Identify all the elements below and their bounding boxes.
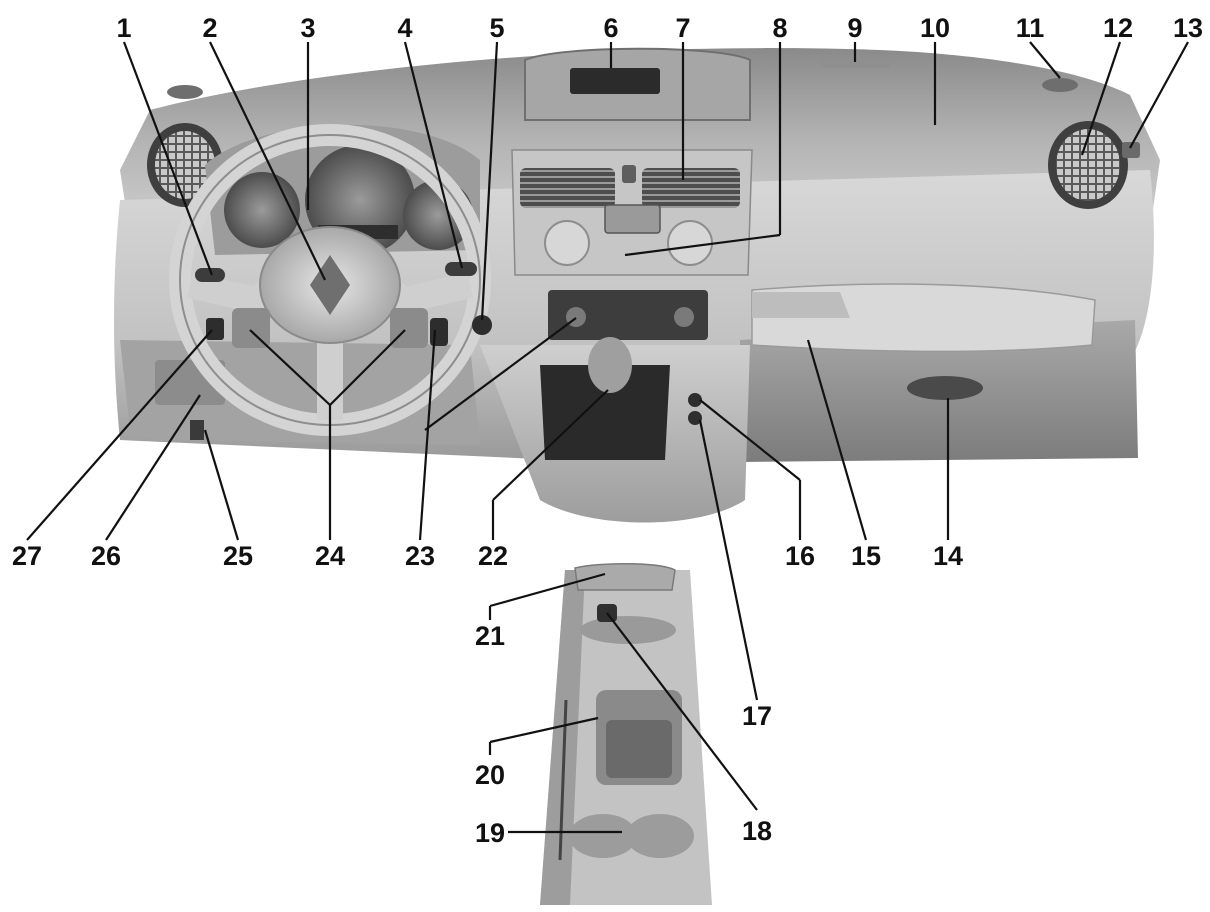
leader-24c xyxy=(329,329,406,406)
callout-2: 2 xyxy=(202,13,217,43)
cup-holder-left xyxy=(569,814,637,858)
window-switch-front xyxy=(688,393,702,407)
callout-17: 17 xyxy=(742,701,772,731)
callout-26: 26 xyxy=(91,541,121,571)
callout-25: 25 xyxy=(223,541,253,571)
callout-9: 9 xyxy=(847,13,862,43)
display-screen xyxy=(570,68,660,94)
callout-27: 27 xyxy=(12,541,42,571)
fan-knob xyxy=(544,220,590,266)
tweeter xyxy=(1042,78,1078,92)
storage-recess xyxy=(907,376,983,400)
window-switch-rear xyxy=(688,411,702,425)
leader-26 xyxy=(105,394,201,541)
leader-5 xyxy=(480,41,499,321)
lighting-stalk xyxy=(195,268,225,282)
temperature-knob xyxy=(667,220,713,266)
hazard-switch xyxy=(622,165,636,183)
steering-wheel xyxy=(169,124,491,436)
headlight-adjust xyxy=(206,318,224,340)
leader-20b xyxy=(489,716,599,744)
right-air-vent xyxy=(1048,121,1128,209)
callout-13: 13 xyxy=(1173,13,1203,43)
cruise-control-switch xyxy=(430,318,448,346)
radio-unit xyxy=(548,290,708,340)
leader-21b xyxy=(489,572,606,608)
leader-22b xyxy=(492,389,609,501)
callout-1: 1 xyxy=(116,13,131,43)
callout-14: 14 xyxy=(933,541,963,571)
callout-22: 22 xyxy=(478,541,508,571)
demister-slot xyxy=(820,60,890,68)
handbrake-recess xyxy=(580,616,676,644)
leader-27 xyxy=(26,329,213,541)
leader-25 xyxy=(203,429,240,541)
callout-11: 11 xyxy=(1016,13,1045,43)
leader-23b xyxy=(424,317,577,431)
clock-display xyxy=(604,204,661,234)
leader-lines xyxy=(26,41,1189,834)
callout-4: 4 xyxy=(397,13,412,43)
callout-21: 21 xyxy=(475,621,505,651)
callout-3: 3 xyxy=(300,13,315,43)
leader-8b xyxy=(624,233,781,257)
cup-holder-right xyxy=(626,814,694,858)
callout-12: 12 xyxy=(1103,13,1133,43)
callout-numbers: 1 2 3 4 5 6 7 8 9 10 11 12 13 14 15 16 1… xyxy=(12,13,1203,848)
leader-11 xyxy=(1029,41,1061,79)
console-edge-line xyxy=(558,699,568,861)
gear-knob xyxy=(588,337,632,393)
callout-24: 24 xyxy=(315,541,345,571)
callout-10: 10 xyxy=(920,13,950,43)
leader-24b xyxy=(249,329,331,406)
leader-12 xyxy=(1080,41,1122,156)
bonnet-release xyxy=(190,420,204,440)
callout-20: 20 xyxy=(475,760,505,790)
gear-gaiter xyxy=(540,365,670,460)
dashboard-illustration xyxy=(114,47,1160,523)
console-side-shadow xyxy=(540,570,585,905)
leader-16b xyxy=(699,399,801,481)
callout-19: 19 xyxy=(475,818,505,848)
leader-2 xyxy=(209,41,326,281)
leader-15 xyxy=(806,339,868,541)
callout-16: 16 xyxy=(785,541,815,571)
leader-17 xyxy=(698,419,759,701)
callout-5: 5 xyxy=(489,13,504,43)
callout-6: 6 xyxy=(603,13,618,43)
callout-23: 23 xyxy=(405,541,435,571)
callout-8: 8 xyxy=(772,13,787,43)
side-demister-vent xyxy=(1122,142,1140,158)
leader-18 xyxy=(606,612,758,811)
storage-bin-inner xyxy=(606,720,672,778)
leader-13 xyxy=(1129,41,1189,149)
handbrake-lever xyxy=(574,562,676,591)
callout-18: 18 xyxy=(742,816,772,846)
ignition-switch xyxy=(472,315,492,335)
glovebox-handle xyxy=(752,292,850,318)
center-console-illustration xyxy=(540,562,712,905)
center-vent-left xyxy=(520,168,615,208)
callout-15: 15 xyxy=(851,541,881,571)
radio-knob-right xyxy=(674,307,694,327)
left-tweeter xyxy=(167,85,203,99)
leader-4 xyxy=(403,41,464,269)
leader-23 xyxy=(418,329,437,541)
wiper-stalk xyxy=(445,262,477,276)
callout-7: 7 xyxy=(675,13,690,43)
leader-1 xyxy=(122,41,214,276)
center-vent-right xyxy=(642,168,740,208)
